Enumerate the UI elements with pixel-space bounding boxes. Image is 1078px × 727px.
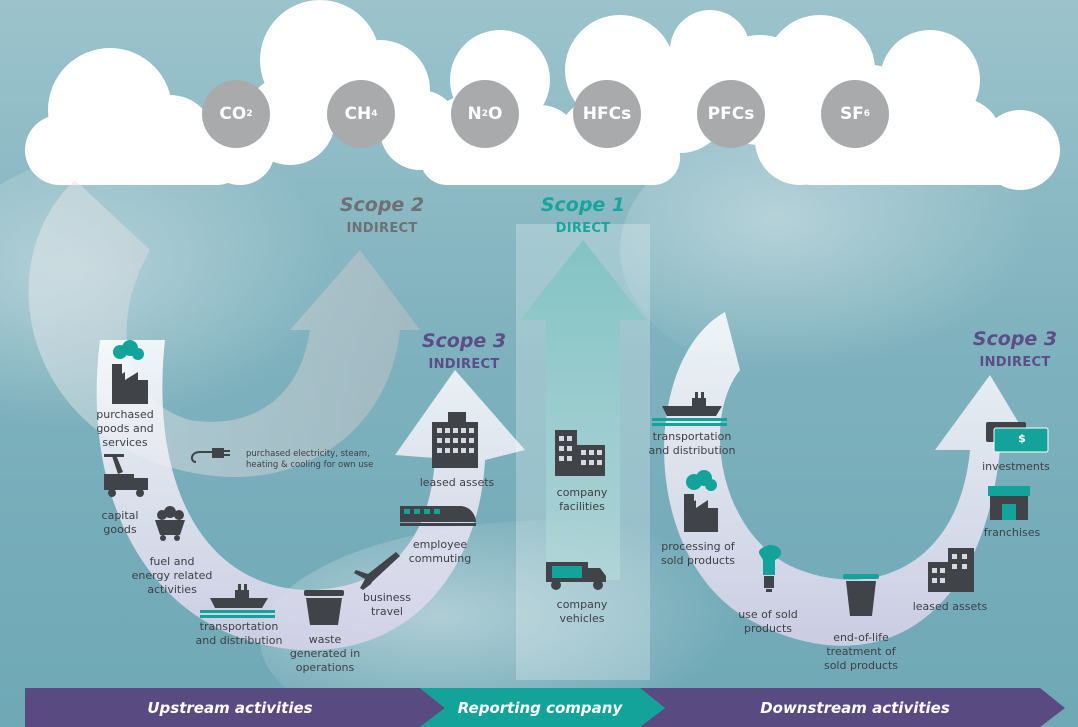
gas-pfcs: PFCs <box>697 80 765 148</box>
use-of-sold-label: use of sold products <box>738 608 798 635</box>
processing-factory-icon <box>684 470 718 532</box>
band-upstream: Upstream activities <box>147 699 313 717</box>
downstream-leased-assets-label: leased assets <box>912 600 988 613</box>
gas-pfcs-label: PFCs <box>707 104 755 124</box>
capital-goods-label: capital goods <box>101 509 139 536</box>
franchises-label: franchises <box>983 526 1041 539</box>
scope1-arrow <box>520 240 646 580</box>
processing-label: processing of sold products <box>660 540 736 567</box>
recycle-bin-icon <box>843 574 879 616</box>
scope3-downstream-subtitle: INDIRECT <box>979 355 1051 370</box>
scope3-upstream-subtitle: INDIRECT <box>428 357 500 372</box>
gas-sf6-label: SF <box>839 104 864 124</box>
scope3-upstream-arrow <box>96 340 525 651</box>
water-icon <box>200 610 275 618</box>
factory-icon <box>112 340 148 404</box>
gas-n2o-label: N <box>467 104 482 124</box>
gas-ch4-label: CH <box>344 104 372 124</box>
gas-ch4-sub: 4 <box>371 109 378 119</box>
franchise-shop-icon <box>988 486 1030 520</box>
band-downstream: Downstream activities <box>760 699 950 717</box>
waste-label: waste generated in operations <box>289 633 361 674</box>
downstream-ship-icon <box>662 392 722 416</box>
scope1-title: Scope 1 <box>540 194 626 216</box>
ship-icon <box>210 584 268 608</box>
dollar-sign-icon: $ <box>1018 432 1026 445</box>
gas-hfcs: HFCs <box>573 80 641 148</box>
money-icon <box>986 422 1049 453</box>
company-facilities-label: company facilities <box>556 486 608 513</box>
upstream-leased-assets-label: leased assets <box>419 476 495 489</box>
scope1-subtitle: DIRECT <box>555 221 611 236</box>
fuel-energy-label: fuel and energy related activities <box>131 555 213 596</box>
investments-label: investments <box>982 460 1050 473</box>
employee-commuting-label: employee commuting <box>408 538 472 565</box>
downstream-water-icon <box>652 418 727 426</box>
end-of-life-label: end-of-life treatment of sold products <box>823 631 899 672</box>
downstream-transportation-label: transportation and distribution <box>648 430 736 457</box>
coal-cart-icon <box>155 506 185 541</box>
scope2-subtitle: INDIRECT <box>346 221 418 236</box>
gas-co2-sub: 2 <box>246 109 253 119</box>
train-icon <box>400 506 476 526</box>
gas-co2-label: CO <box>219 104 247 124</box>
company-vehicle-icon <box>546 562 606 590</box>
gas-sf6-sub: 6 <box>863 109 871 119</box>
activity-band <box>25 688 1065 727</box>
dumpster-icon <box>304 590 344 625</box>
scope3-downstream-title: Scope 3 <box>972 328 1058 350</box>
upstream-transportation-label: transportation and distribution <box>195 620 283 647</box>
scope2-title: Scope 2 <box>339 194 425 216</box>
airplane-icon <box>354 552 400 590</box>
business-travel-label: business travel <box>363 591 411 618</box>
scope3-upstream-title: Scope 3 <box>421 330 507 352</box>
crane-truck-icon <box>104 454 148 497</box>
purchased-electricity-label: purchased electricity, steam, heating & … <box>246 449 374 470</box>
plug-icon <box>190 448 230 463</box>
light-bulb-icon <box>758 545 782 592</box>
band-reporting: Reporting company <box>457 699 623 717</box>
company-vehicles-label: company vehicles <box>556 598 608 625</box>
gas-n2o-sub: 2 <box>481 109 489 119</box>
gas-n2o-tail: O <box>488 104 503 124</box>
purchased-goods-label: purchased goods and services <box>96 408 154 449</box>
gas-hfcs-label: HFCs <box>582 104 632 124</box>
